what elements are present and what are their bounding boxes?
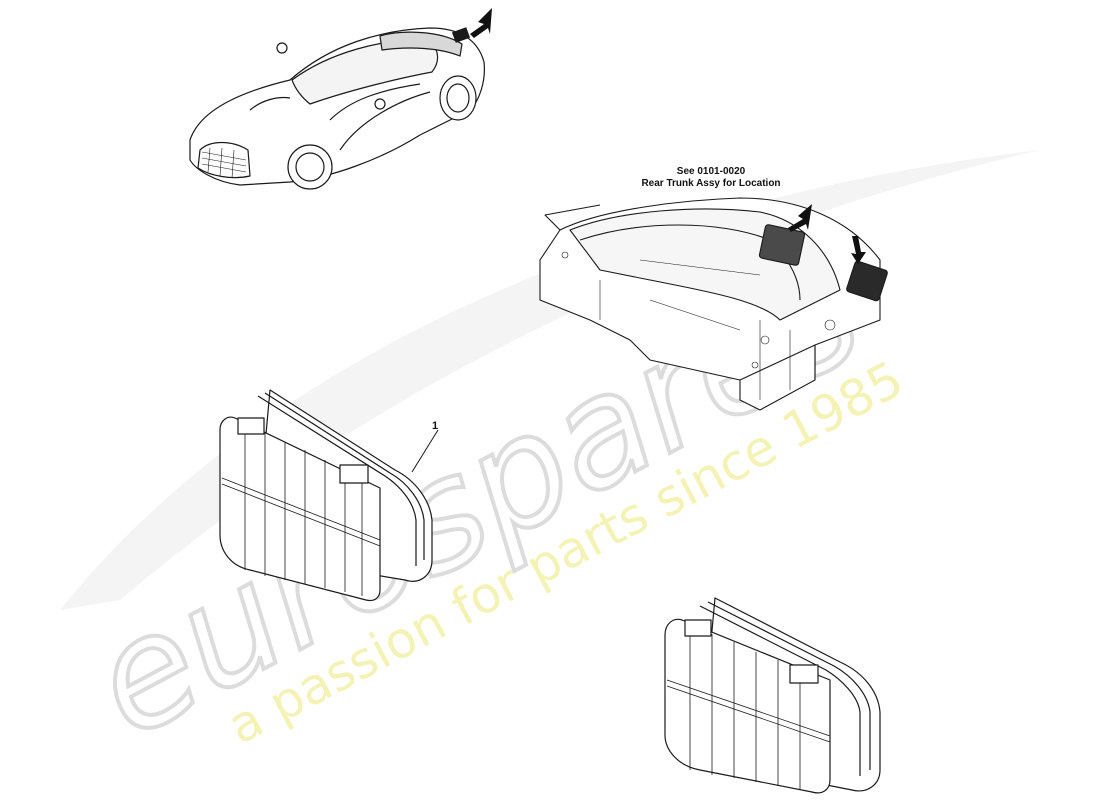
car-location-arrow [470,8,492,38]
watermark-swoosh [60,150,1040,610]
callout-number-1: 1 [432,420,439,432]
location-note-line2: Rear Trunk Assy for Location [641,178,781,189]
trunk-location-arrow-1 [788,204,812,232]
vent-part-2 [664,597,881,794]
callout-leader-1 [411,429,439,473]
rear-trunk-assembly-illustration [539,197,888,411]
car-overview-illustration [189,27,485,190]
trunk-location-arrow-2 [851,236,866,264]
vent-part-1 [219,389,433,602]
location-note: See 0101-0020 Rear Trunk Assy for Locati… [606,166,816,190]
watermark: eurospares a passion for parts since 198… [60,150,1040,774]
location-note-line1: See 0101-0020 [676,166,746,177]
